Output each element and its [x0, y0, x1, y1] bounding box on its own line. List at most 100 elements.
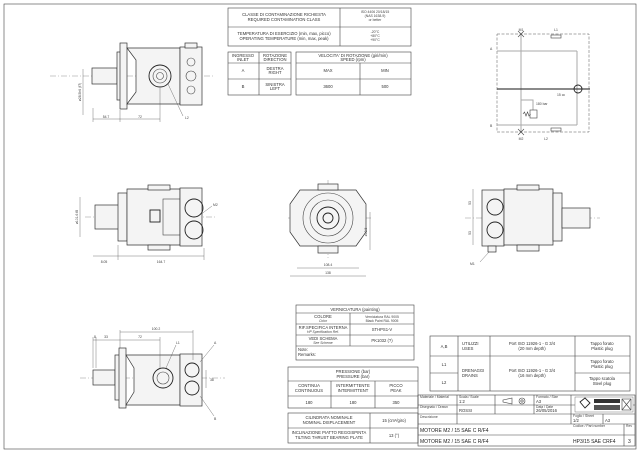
cell: RIF.SPECIFICA INTERNA	[299, 325, 348, 330]
table-title: PRESSIONE (bar)	[336, 369, 371, 374]
field-label: Disegnato / Drawn	[420, 405, 448, 409]
value: or better	[369, 18, 382, 22]
cell: 180	[350, 400, 358, 405]
cell: 350	[393, 400, 401, 405]
cell: COLORE	[314, 314, 332, 319]
field-label: Descrizione	[420, 415, 438, 419]
value: +80°C	[370, 34, 380, 38]
cell: VEDI SCHEMA	[309, 336, 338, 341]
cell: Port ISO 11926-1 - G 3/4	[509, 341, 556, 346]
cell: 500	[382, 84, 390, 89]
schematic-label: 15 cc	[557, 93, 565, 97]
cell: A,B	[441, 344, 448, 349]
value: (NAS 1638-9)	[365, 14, 386, 18]
cell: Tappo forato	[590, 359, 614, 364]
schematic-label: B	[490, 124, 493, 128]
field-label: Data / Date	[536, 405, 553, 409]
cell: DRAINS	[462, 373, 478, 378]
dimension-label: 33	[104, 335, 108, 339]
port-label: M1	[470, 262, 475, 266]
bottom-view: 8 33 72 100.2 L1 A B 38	[80, 327, 225, 421]
front-view: M2 8.05 164.7 ø101.6 f8	[75, 184, 218, 264]
field-value: 26/05/2016	[536, 408, 558, 413]
end-view: 108.4 138 ø12.5	[288, 180, 372, 277]
drawing-frame	[3, 3, 637, 450]
value: ISO 4406 20/18/15	[361, 10, 390, 14]
right-view: 53 53 M1	[465, 184, 600, 266]
cell: UTILIZZI	[462, 341, 479, 346]
dimension-label: 164.7	[157, 260, 166, 264]
field-label: Codice / Part number	[573, 424, 606, 428]
note-label: Note:	[298, 347, 308, 352]
cell: L2	[442, 380, 447, 385]
cell: RIGHT	[268, 70, 281, 75]
hydraulic-schematic: M1 L1 A B M2 L2 15 cc 180 bar	[490, 28, 590, 141]
dimension-label: 138	[325, 271, 331, 275]
cell: B	[242, 84, 245, 89]
header: CONTINUA	[298, 383, 320, 388]
header: PEAK	[390, 388, 401, 393]
cell: SINISTRA	[265, 82, 285, 87]
dimension-label: 72	[138, 335, 142, 339]
field-label: Foglio / Sheet	[573, 414, 594, 418]
cell: DRENAGGI	[462, 368, 484, 373]
label: REQUIRED CONTAMINATION CLASS	[248, 17, 321, 22]
ports-table: A,B UTILIZZI USES Port ISO 11926-1 - G 3…	[429, 335, 631, 392]
part-number: HP3/15 SAE CRF4	[573, 439, 616, 445]
cell: LEFT	[270, 86, 281, 91]
label: OPERATING TEMPERATURE (min, max, peak)	[239, 36, 329, 41]
schematic-label: M1	[519, 28, 524, 32]
description: MOTORE M2 / 15 SAE C R/F4	[420, 439, 489, 445]
cell: Verniciatura RAL 9005	[365, 315, 399, 319]
dimension-label: 8	[94, 335, 96, 339]
cell: Steel plug	[593, 381, 612, 386]
dimension-label: ø101.6 f8	[75, 210, 79, 224]
header: MAX	[323, 68, 332, 73]
schematic-label: A	[490, 47, 493, 51]
title-block: Materiale / Material Scala / Scale 1:2 F…	[417, 394, 636, 447]
header: INLET	[237, 57, 249, 62]
inlet-direction-table: INGRESSO INLET ROTAZIONE DIRECTION A DES…	[227, 51, 292, 96]
cell: NOMINAL DISPLACEMENT	[303, 420, 356, 425]
header: INTERMITTENT	[338, 388, 369, 393]
table-title: PRESSURE (bar)	[336, 374, 370, 379]
speed-table: VELOCITA' DI ROTAZIONE (giri/min) SPEED …	[295, 51, 412, 96]
table-title: VERNICIATURA (painting)	[330, 307, 380, 312]
header: CONTINUOUS	[295, 388, 323, 393]
header: INGRESSO	[232, 53, 255, 58]
top-view: 54.7 72 ø28.5h6 (f7) L2	[50, 42, 215, 122]
cell: (20 mm depth)	[518, 346, 546, 351]
dimension-label: 38	[210, 378, 214, 382]
pressure-table: PRESSIONE (bar) PRESSURE (bar) CONTINUA …	[287, 366, 419, 409]
dimension-label: 54.7	[103, 115, 110, 119]
header: DIRECTION	[263, 57, 286, 62]
cell: Plastic plug	[591, 364, 613, 369]
cell: A	[242, 68, 245, 73]
field-value: A3	[536, 399, 542, 404]
schematic-label: L2	[544, 137, 548, 141]
field-value: ROSSI	[459, 408, 472, 413]
cell: (16 mm depth)	[518, 373, 546, 378]
header: SPEED (rpm)	[340, 57, 366, 62]
displacement-table: CILINDRATA NOMINALE NOMINAL DISPLACEMENT…	[287, 412, 419, 444]
port-label: L2	[185, 116, 189, 120]
field-value: 1:2	[459, 399, 465, 404]
cell: 3600	[323, 84, 333, 89]
field-label: Formato / Size	[536, 395, 558, 399]
projection-symbol-icon	[502, 397, 526, 405]
cell: Color	[319, 319, 328, 323]
description: MOTORE M2 / 15 SAE C R/F4	[420, 428, 489, 434]
label: CLASSE DI CONTAMINAZIONE RICHIESTA	[242, 12, 326, 17]
value: +90°C	[370, 38, 380, 42]
dimension-label: 53	[468, 201, 472, 205]
header: INTERMITTENTE	[336, 383, 370, 388]
port-label: L1	[176, 341, 180, 345]
schematic-label: L1	[554, 28, 558, 32]
cell: Tappo scatola	[589, 376, 616, 381]
cell: See Scheme	[313, 341, 333, 345]
cell: CILINDRATA NOMINALE	[305, 415, 352, 420]
schematic-label: 180 bar	[536, 102, 548, 106]
cell: USES	[462, 346, 474, 351]
field-label: Rev	[626, 424, 632, 428]
